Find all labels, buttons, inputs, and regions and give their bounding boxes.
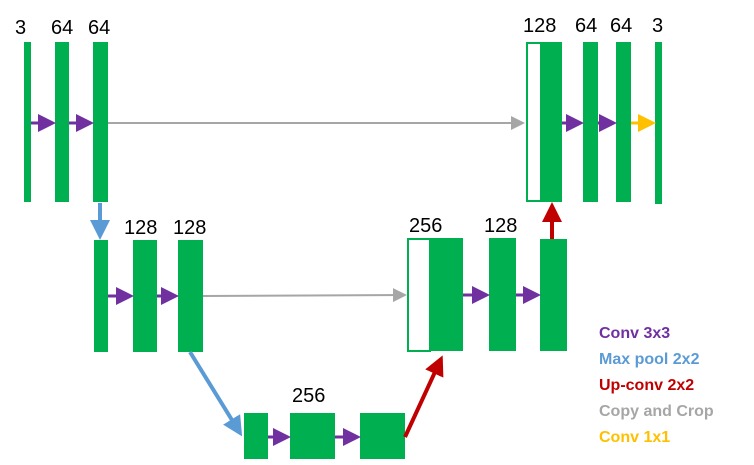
block-dec2-conv2 <box>540 239 567 351</box>
label-dec1concat-channels: 128 <box>523 15 556 37</box>
arrow-copy-crop-level2 <box>202 288 407 303</box>
block-bottleneck-conv1 <box>290 413 335 459</box>
block-dec2-conv1 <box>489 238 516 351</box>
legend: Conv 3x3 Max pool 2x2 Up-conv 2x2 Copy a… <box>599 325 714 446</box>
arrow-maxpool-level2 <box>188 350 243 437</box>
label-output-channels: 3 <box>652 15 663 37</box>
legend-conv1x1: Conv 1x1 <box>599 429 670 446</box>
label-dec1b-channels: 64 <box>610 15 632 37</box>
legend-conv3x3: Conv 3x3 <box>599 325 670 342</box>
block-enc1-conv1 <box>55 42 69 202</box>
label-input-channels: 3 <box>15 17 26 39</box>
block-enc2-pooled <box>94 240 108 352</box>
block-dec2-upsampled <box>430 238 463 351</box>
block-output <box>655 42 662 204</box>
block-dec1-copied <box>526 42 542 202</box>
label-enc2a-channels: 128 <box>124 217 157 239</box>
label-bottleneck-channels: 256 <box>292 385 325 407</box>
block-enc2-conv2 <box>178 240 203 352</box>
label-dec2concat-channels: 256 <box>409 215 442 237</box>
label-enc2b-channels: 128 <box>173 217 206 239</box>
block-bottleneck-conv2 <box>360 413 405 459</box>
label-dec1a-channels: 64 <box>575 15 597 37</box>
label-enc1a-channels: 64 <box>51 17 73 39</box>
arrow-upconv-level2 <box>403 355 444 438</box>
block-bottleneck-pooled <box>244 413 268 459</box>
legend-copycrop: Copy and Crop <box>599 403 714 420</box>
block-input <box>24 42 31 202</box>
legend-maxpool: Max pool 2x2 <box>599 351 700 368</box>
block-dec1-conv2 <box>616 42 631 202</box>
block-enc2-conv1 <box>133 240 157 352</box>
label-dec2-channels: 128 <box>484 215 517 237</box>
block-dec2-copied <box>407 238 431 352</box>
block-dec1-upsampled <box>541 42 562 202</box>
block-enc1-conv2 <box>93 42 108 202</box>
label-enc1b-channels: 64 <box>88 17 110 39</box>
block-dec1-conv1 <box>583 42 598 202</box>
legend-upconv: Up-conv 2x2 <box>599 377 694 394</box>
